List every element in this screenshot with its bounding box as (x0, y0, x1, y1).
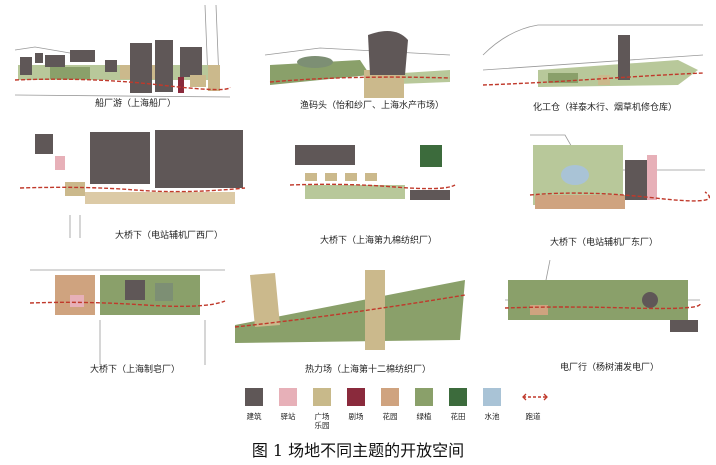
legend-label: 花园 (382, 412, 398, 421)
panel-caption: 大桥下（电站辅机厂东厂） (550, 238, 659, 248)
legend-item-runway: 跑道 (516, 388, 550, 421)
panel-chemical-warehouse: 化工仓（祥泰木行、烟草机修仓库） (478, 15, 708, 115)
legend: 建筑 驿站 广场 乐园 剧场 花园 绿植 花田 水池 跑道 (240, 388, 560, 434)
panel-shipyard: 船厂游（上海船厂） (10, 5, 235, 109)
legend-label: 驿站 (280, 412, 296, 421)
legend-swatch (415, 388, 433, 406)
legend-label: 水池 (484, 412, 500, 421)
figure-title: 图 1 场地不同主题的开放空间 (251, 441, 465, 460)
cotton-9-plan (289, 145, 456, 200)
panel-caption: 大桥下（上海第九棉纺织厂） (320, 236, 438, 246)
legend-label: 跑道 (525, 412, 541, 421)
panel-caption: 热力场（上海第十二棉纺织厂） (305, 365, 432, 375)
panel-cotton-9: 大桥下（上海第九棉纺织厂） (285, 125, 460, 246)
aux-west-plan (19, 130, 246, 238)
power-plant-plan (504, 260, 701, 332)
aux-east-plan (529, 134, 710, 209)
legend-item-station: 驿站 (274, 388, 302, 421)
panel-aux-west: 大桥下（电站辅机厂西厂） (15, 120, 250, 241)
legend-item-garden: 花园 (376, 388, 404, 421)
legend-label: 建筑 (246, 412, 262, 421)
legend-item-plaza: 广场 乐园 (308, 388, 336, 430)
shipyard-plan (14, 5, 231, 98)
legend-swatch (449, 388, 467, 406)
panel-caption: 大桥下（电站辅机厂西厂） (115, 231, 224, 241)
legend-item-flowerfield: 花田 (444, 388, 472, 421)
legend-swatch (245, 388, 263, 406)
legend-swatch (381, 388, 399, 406)
chemical-warehouse-plan (482, 24, 704, 87)
legend-swatch (347, 388, 365, 406)
legend-swatch (313, 388, 331, 406)
legend-label: 剧场 (348, 412, 364, 421)
panel-caption: 化工仓（祥泰木行、烟草机修仓库） (533, 103, 678, 113)
legend-swatch (279, 388, 297, 406)
legend-label: 花田 (450, 412, 466, 421)
soap-factory-plan (29, 269, 226, 365)
fish-wharf-plan (264, 31, 451, 98)
legend-item-pond: 水池 (478, 388, 506, 421)
runway-line-icon (521, 388, 548, 406)
panel-aux-east: 大桥下（电站辅机厂东厂） (525, 130, 710, 250)
panel-power-plant: 电厂行（杨树浦发电厂） (500, 260, 710, 375)
legend-label: 广场 乐园 (314, 412, 330, 430)
panel-caption: 电厂行（杨树浦发电厂） (560, 363, 660, 373)
legend-item-green: 绿植 (410, 388, 438, 421)
legend-item-building: 建筑 (240, 388, 268, 421)
panel-caption: 渔码头（怡和纱厂、上海水产市场） (300, 101, 445, 111)
panel-thermal-field: 热力场（上海第十二棉纺织厂） (225, 265, 485, 375)
legend-swatch (483, 388, 501, 406)
legend-label: 绿植 (416, 412, 432, 421)
panel-fish-wharf: 渔码头（怡和纱厂、上海水产市场） (260, 20, 460, 120)
panel-caption: 大桥下（上海制皂厂） (90, 365, 181, 375)
panel-caption: 船厂游（上海船厂） (95, 99, 177, 109)
legend-item-theater: 剧场 (342, 388, 370, 421)
thermal-field-plan (234, 270, 466, 350)
panel-soap-factory: 大桥下（上海制皂厂） (25, 265, 230, 375)
